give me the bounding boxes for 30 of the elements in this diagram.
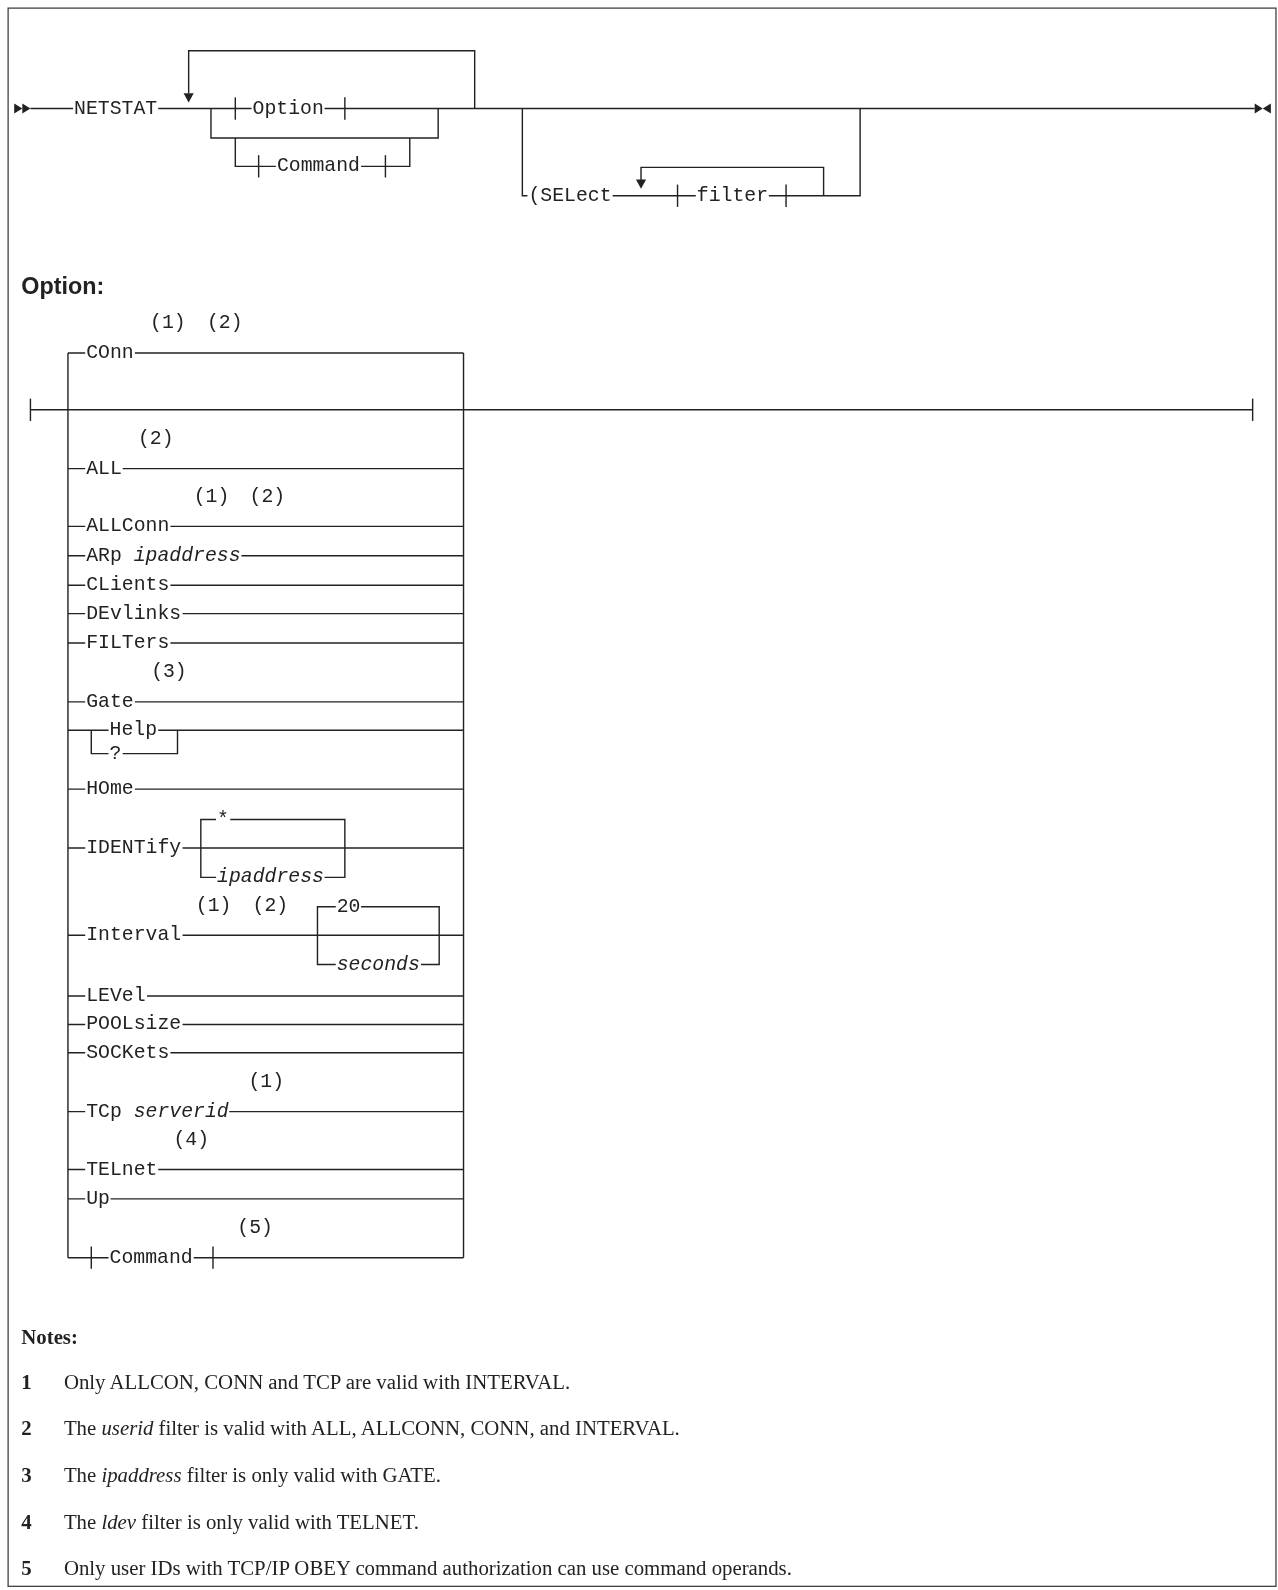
note-reference: (2) [248,485,287,509]
note-text: Only ALLCON, CONN and TCP are valid with INTERVAL. [62,1370,572,1393]
keyword: IDENTify [85,836,183,860]
note-number: 5 [20,1556,33,1580]
notes-heading: Notes: [20,1325,79,1348]
fragment-heading: Option: [20,271,106,301]
keyword: TCp serverid [85,1100,230,1123]
note-text: The userid filter is valid with ALL, ALLCONN, CONN, and INTERVAL. [62,1416,681,1440]
note-text: The ipaddress filter is only valid with GATE. [62,1463,442,1486]
note-reference: (3) [150,660,188,683]
note-reference: (5) [236,1217,274,1240]
variable-name: ipaddress [216,866,325,889]
note-reference: (2) [205,311,244,334]
note-number: 1 [20,1370,33,1393]
note-reference: (1) [149,311,187,334]
note-number: 4 [20,1510,33,1533]
note-number: 2 [20,1416,33,1440]
note-text: The ldev filter is only valid with TELNET. [62,1510,420,1533]
note-reference: (1) [247,1071,286,1094]
note-reference: (2) [251,894,290,917]
note-reference: (1) [192,485,231,509]
note-reference: (1) [194,894,233,917]
note-reference: (2) [136,428,175,451]
keyword: Help [108,719,159,742]
keyword: ARp ipaddress [85,544,242,567]
keyword: Option [251,97,325,120]
keyword: (SELect [527,184,613,207]
note-number: 3 [20,1463,33,1486]
note-reference: (4) [172,1128,211,1152]
note-text: Only user IDs with TCP/IP OBEY command authorization can use command operands. [62,1556,793,1580]
